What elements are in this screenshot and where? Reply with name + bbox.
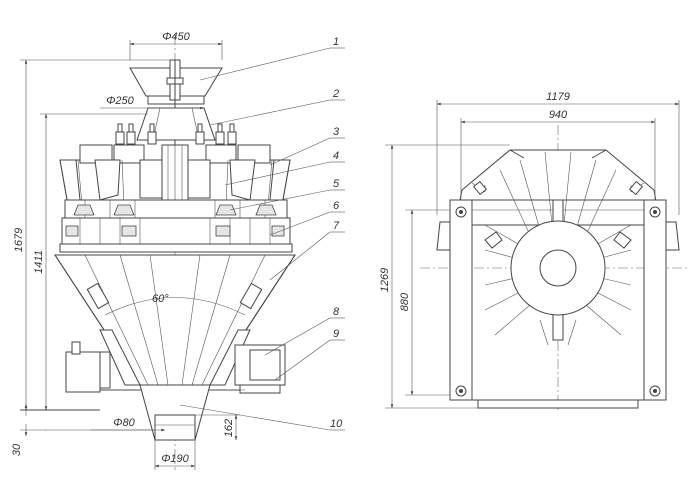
- discharge-chute: [139, 384, 211, 441]
- dim-feed-cone: Φ250: [100, 95, 205, 110]
- front-view: Φ450 Φ250 1679 1411 30: [11, 31, 345, 470]
- dim-overall-height-text: 1269: [379, 268, 391, 292]
- callout-3: 3: [333, 126, 340, 138]
- dim-outlet-80: Φ80: [90, 417, 166, 432]
- dim-outlet-190-text: Φ190: [161, 453, 189, 465]
- support-frame: [65, 329, 286, 394]
- dim-frame-height-text: 880: [399, 292, 411, 311]
- dim-top-hopper: Φ450: [129, 31, 223, 60]
- top-hopper: [129, 59, 223, 150]
- dim-outlet-height: 162: [195, 414, 240, 441]
- dim-outlet-80-text: Φ80: [113, 417, 135, 429]
- cone-angle-text: 60°: [152, 293, 169, 305]
- angle-arc: [104, 297, 246, 316]
- callout-6: 6: [333, 200, 340, 212]
- weigh-buckets-lower: [59, 217, 293, 253]
- dim-outlet-height-text: 162: [223, 419, 235, 437]
- dim-top-hopper-text: Φ450: [162, 31, 190, 43]
- callout-7: 7: [333, 220, 340, 232]
- dim-overall-width: 1179: [436, 91, 680, 215]
- side-view: 1179 940 1269 880: [379, 91, 690, 410]
- dim-body-height-text: 1411: [33, 250, 45, 274]
- radial-chutes: [484, 199, 632, 346]
- callout-9: 9: [333, 328, 339, 340]
- dim-overall-height: 1269: [379, 144, 510, 409]
- dim-frame-width-text: 940: [549, 109, 568, 121]
- callout-10: 10: [330, 418, 343, 430]
- callout-2: 2: [332, 88, 339, 100]
- dim-body-height: 1411: [33, 113, 148, 411]
- dim-base-offset: 30: [11, 403, 46, 456]
- center-hub: [510, 220, 606, 316]
- dim-outlet-190: Φ190: [154, 440, 196, 470]
- callout-1: 1: [333, 36, 339, 48]
- dim-overall-width-text: 1179: [546, 91, 570, 103]
- callout-5: 5: [333, 178, 340, 190]
- weigh-buckets-upper: [64, 199, 288, 219]
- dim-frame-width: 940: [460, 109, 656, 200]
- dim-frame-height: 880: [399, 209, 450, 396]
- vibrator-tops: [115, 123, 237, 145]
- feed-buckets: [59, 144, 291, 246]
- dim-total-height-text: 1679: [13, 228, 25, 252]
- callout-8: 8: [333, 306, 340, 318]
- dim-base-offset-text: 30: [11, 443, 23, 456]
- dim-feed-cone-text: Φ250: [106, 95, 134, 107]
- callout-leaders: [179, 47, 345, 431]
- callout-4: 4: [333, 150, 339, 162]
- dim-total-height: 1679: [13, 59, 170, 411]
